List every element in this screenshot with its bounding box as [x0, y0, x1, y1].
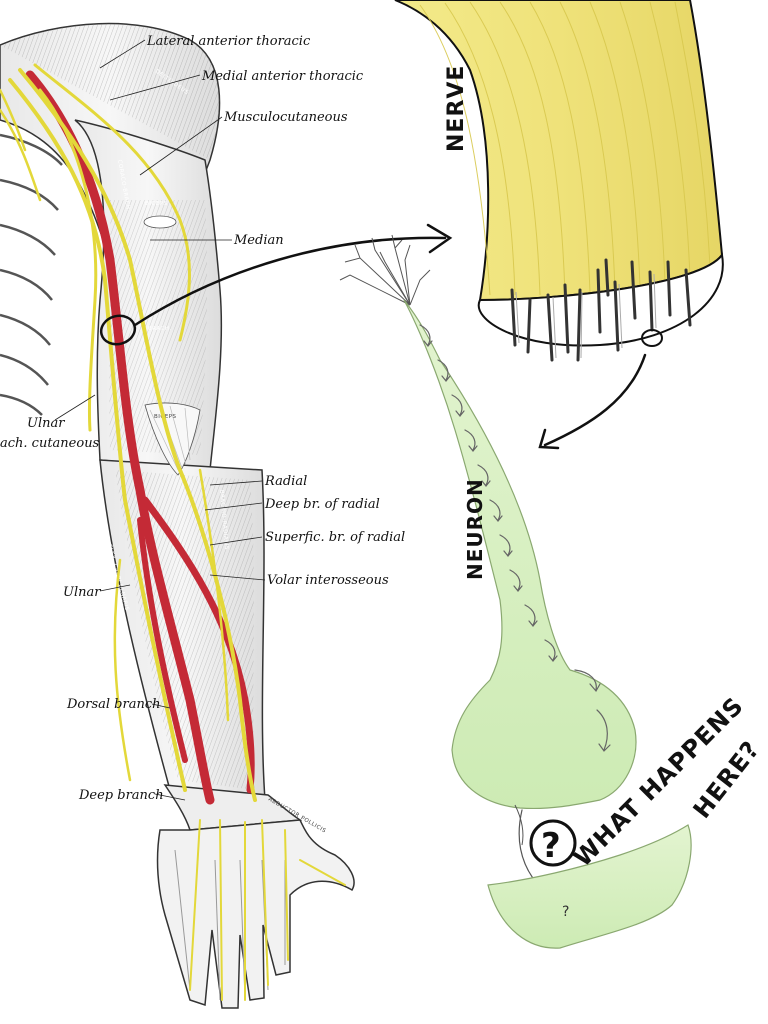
muscle-brachialis: BRACH.	[148, 326, 172, 332]
dendrites	[339, 234, 431, 306]
question-circle-icon	[529, 819, 577, 867]
label-leader-lines	[54, 39, 266, 801]
arm-nerves	[0, 63, 346, 1001]
label-superfic-br-radial: Superfic. br. of radial	[265, 530, 405, 545]
label-radial: Radial	[264, 474, 307, 489]
label-medial-anterior-thoracic: Medial anterior thoracic	[201, 69, 364, 84]
arrow-arm-to-nerve	[133, 223, 453, 327]
label-deep-br-radial: Deep br. of radial	[264, 497, 380, 512]
ulnar-artery	[137, 517, 188, 763]
neuron: ? NEURON	[339, 234, 692, 949]
label-ulnar-upper: Ulnar	[27, 416, 65, 431]
label-dorsal-branch: Dorsal branch	[66, 697, 161, 712]
muscle-brachio-radialis: BRACHIO-RADIALIS	[218, 490, 229, 551]
fiber-highlight-circle	[641, 329, 663, 347]
nerve-bundle: NERVE	[394, 0, 724, 362]
label-deep-branch: Deep branch	[78, 788, 164, 803]
neuron-label: NEURON	[463, 478, 487, 580]
axon	[403, 299, 637, 810]
label-lateral-anterior-thoracic: Lateral anterior thoracic	[146, 34, 311, 49]
big-question-mark: ?	[541, 826, 562, 866]
nerve-fibers	[510, 258, 692, 362]
arm-labels: Lateral anterior thoracic Medial anterio…	[0, 34, 405, 803]
small-question-mark: ?	[562, 904, 569, 920]
biceps-tendon-upper	[143, 215, 177, 229]
postsynaptic-cell	[487, 824, 692, 949]
label-brach-cutaneous: ach. cutaneous	[0, 436, 100, 451]
label-volar-interosseous: Volar interosseous	[267, 573, 389, 588]
radial-artery	[141, 496, 255, 794]
hand	[156, 819, 355, 1009]
arrow-nerve-to-neuron	[538, 353, 647, 450]
label-musculocutaneous: Musculocutaneous	[223, 110, 348, 125]
label-median: Median	[233, 233, 284, 248]
brachial-artery	[25, 70, 215, 805]
nerve-label: NERVE	[444, 65, 469, 152]
label-ulnar-lower: Ulnar	[63, 585, 101, 600]
muscle-biceps-upper: BICEPS	[145, 201, 168, 207]
anatomical-arm: DELTOIDEUS CORACO-BRACH. BICEPS BRACH. B…	[0, 22, 355, 1009]
signal-arrows	[419, 324, 611, 752]
